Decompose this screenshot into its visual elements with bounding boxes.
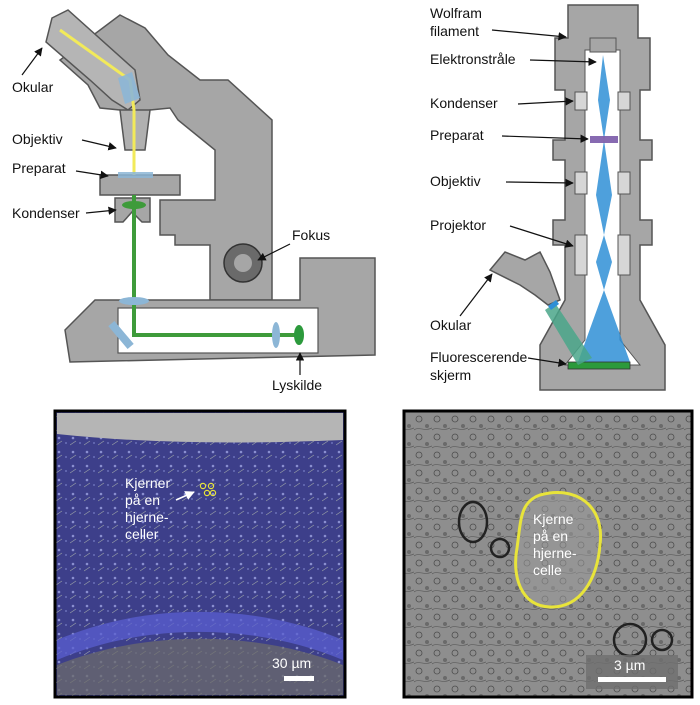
label-filament-line1: Wolfram <box>430 5 482 21</box>
lm-scale-bar <box>284 676 314 681</box>
objective-lens-left <box>574 171 588 195</box>
lm-caption-line4: celler <box>125 526 159 542</box>
label-em-eyepiece: Okular <box>430 317 472 333</box>
electron-micrograph-panel: Kjerne på en hjerne- celle 3 µm <box>402 409 694 699</box>
brain-surface <box>57 413 343 443</box>
light-microscope-diagram: Okular Objektiv Preparat Kondenser Fokus… <box>12 9 376 393</box>
em-caption-line3: hjerne- <box>533 545 577 561</box>
condenser-lens <box>122 201 146 209</box>
nucleus-outline[interactable] <box>514 490 603 609</box>
condenser-lens-left <box>574 91 588 111</box>
lm-caption-line3: hjerne- <box>125 509 169 525</box>
label-filament-line2: filament <box>430 23 479 39</box>
green-light-path <box>132 195 296 337</box>
base-light-channel <box>117 307 319 354</box>
label-condenser: Kondenser <box>12 205 80 221</box>
label-eyepiece: Okular <box>12 79 54 95</box>
label-projector: Projektor <box>430 217 486 233</box>
collector-lens <box>119 297 149 305</box>
mitochondrion <box>650 628 674 652</box>
focus-knob-inner <box>234 254 252 272</box>
projector-lens-left <box>574 234 588 276</box>
nucleus-marker <box>203 489 211 497</box>
em-scale-backdrop <box>586 655 678 689</box>
nucleus-marker <box>199 482 207 490</box>
light-micrograph-panel: Kjerner på en hjerne- celler 30 µm <box>53 409 347 699</box>
label-em-objective: Objektiv <box>430 173 481 189</box>
label-screen-line1: Fluorescerende <box>430 349 527 365</box>
light-source-bulb <box>294 325 304 345</box>
label-beam: Elektronstråle <box>430 51 516 67</box>
mitochondrion <box>489 537 511 559</box>
fluorescent-screen <box>567 361 631 370</box>
filament-housing <box>589 37 617 53</box>
lm-caption-line2: på en <box>125 492 160 508</box>
label-objective: Objektiv <box>12 131 63 147</box>
em-viewing-window <box>548 300 559 310</box>
label-em-specimen: Preparat <box>430 127 484 143</box>
nucleus-marker <box>209 489 217 497</box>
em-specimen <box>590 136 618 143</box>
em-caption-line2: på en <box>533 528 568 544</box>
projector-lens-right <box>617 234 631 276</box>
cortical-band-dark <box>57 638 343 695</box>
label-specimen: Preparat <box>12 160 66 176</box>
electron-beam <box>578 55 630 362</box>
label-focus: Fokus <box>292 227 330 243</box>
em-caption-line4: celle <box>533 562 562 578</box>
label-em-condenser: Kondenser <box>430 95 498 111</box>
cortical-band <box>57 611 343 660</box>
em-caption-line1: Kjerne <box>533 511 574 527</box>
label-screen-line2: skjerm <box>430 367 471 383</box>
label-light-source: Lyskilde <box>272 377 322 393</box>
em-eyepiece <box>488 250 561 306</box>
mirror <box>108 320 134 350</box>
condenser-lens-right <box>617 91 631 111</box>
eyepiece-lens <box>118 72 140 104</box>
lm-caption-line1: Kjerner <box>125 475 170 491</box>
field-lens <box>272 322 280 348</box>
electron-microscope-diagram: Wolfram filament Elektronstråle Kondense… <box>430 4 666 391</box>
specimen-slide <box>118 172 153 178</box>
lm-scale-bar-label: 30 µm <box>272 655 311 671</box>
em-scale-bar-label: 3 µm <box>614 657 645 673</box>
em-scale-bar <box>598 677 666 682</box>
em-viewing-light <box>545 303 592 365</box>
objective-lens-right <box>617 171 631 195</box>
nucleus-marker <box>207 482 215 490</box>
mitochondrion <box>457 500 489 544</box>
